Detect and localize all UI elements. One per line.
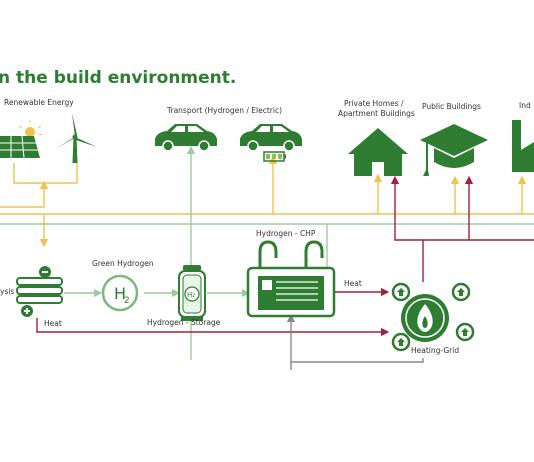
label-industry: Ind (519, 101, 531, 110)
label-heat-electrolysis: Heat (44, 319, 62, 328)
flame-icon (417, 304, 433, 332)
car-hydrogen-icon (155, 124, 217, 152)
storage-tank-icon: H₂ (178, 265, 206, 321)
label-transport: Transport (Hydrogen / Electric) (167, 106, 282, 115)
solar-panel-icon (0, 120, 43, 159)
electric-lines (0, 155, 534, 248)
page-title: n the build environment. (0, 68, 237, 88)
hydrogen-lines (0, 145, 534, 360)
house-small-icon (397, 288, 469, 346)
label-public-buildings: Public Buildings (422, 102, 481, 111)
chp-unit-icon (246, 240, 336, 318)
label-hydrogen-chp: Hydrogen - CHP (256, 229, 316, 238)
gray-lines (286, 313, 424, 370)
factory-icon (512, 120, 534, 172)
label-heat-chp: Heat (344, 279, 362, 288)
electrolyzer-icon (16, 266, 63, 317)
label-green-hydrogen: Green Hydrogen (92, 259, 154, 268)
heat-lines (36, 175, 534, 337)
label-electrolysis: ysis (0, 287, 15, 296)
label-hydrogen-storage: Hydrogen - Storage (147, 318, 221, 327)
label-apartment-buildings: Apartment Buildings (338, 109, 415, 118)
battery-icon (263, 151, 286, 162)
h2-molecule-icon: H 2 (101, 274, 139, 312)
storage-symbol: H₂ (187, 291, 195, 299)
wind-turbine-icon (55, 113, 97, 163)
label-private-homes: Private Homes / (344, 99, 404, 108)
heating-grid-icon (391, 282, 475, 352)
graduation-cap-icon (420, 124, 488, 176)
h2-symbol: H (114, 284, 126, 303)
label-heating-grid: Heating-Grid (411, 346, 460, 355)
label-renewable-energy: Renewable Energy (4, 98, 74, 107)
car-electric-icon (240, 124, 302, 152)
house-icon (348, 128, 408, 176)
h2-subscript: 2 (124, 296, 130, 306)
